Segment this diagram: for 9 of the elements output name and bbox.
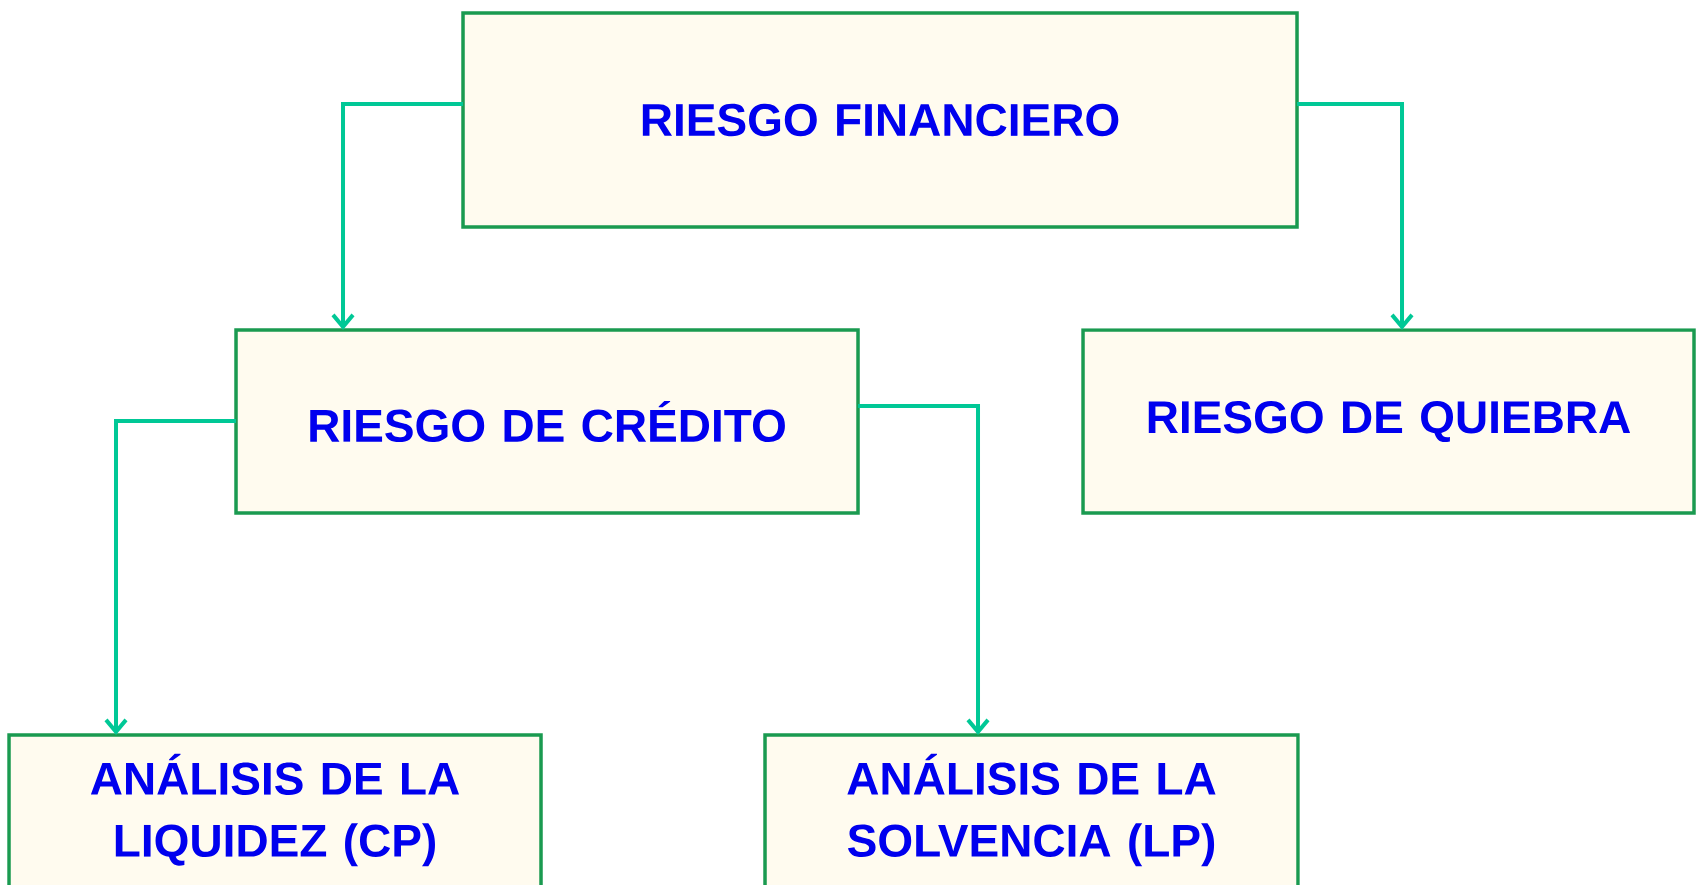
process-box: RIESGO FINANCIERO xyxy=(461,11,1299,229)
arrow xyxy=(858,404,990,735)
arrow xyxy=(104,419,236,735)
arrow xyxy=(331,102,463,330)
process-box: RIESGO DE QUIEBRA xyxy=(1081,328,1696,515)
arrow xyxy=(1297,102,1414,330)
process-box: ANÁLISIS DE LA LIQUIDEZ (CP) xyxy=(7,733,543,885)
process-box: RIESGO DE CRÉDITO xyxy=(234,328,860,515)
process-box: ANÁLISIS DE LA SOLVENCIA (LP) xyxy=(763,733,1300,885)
